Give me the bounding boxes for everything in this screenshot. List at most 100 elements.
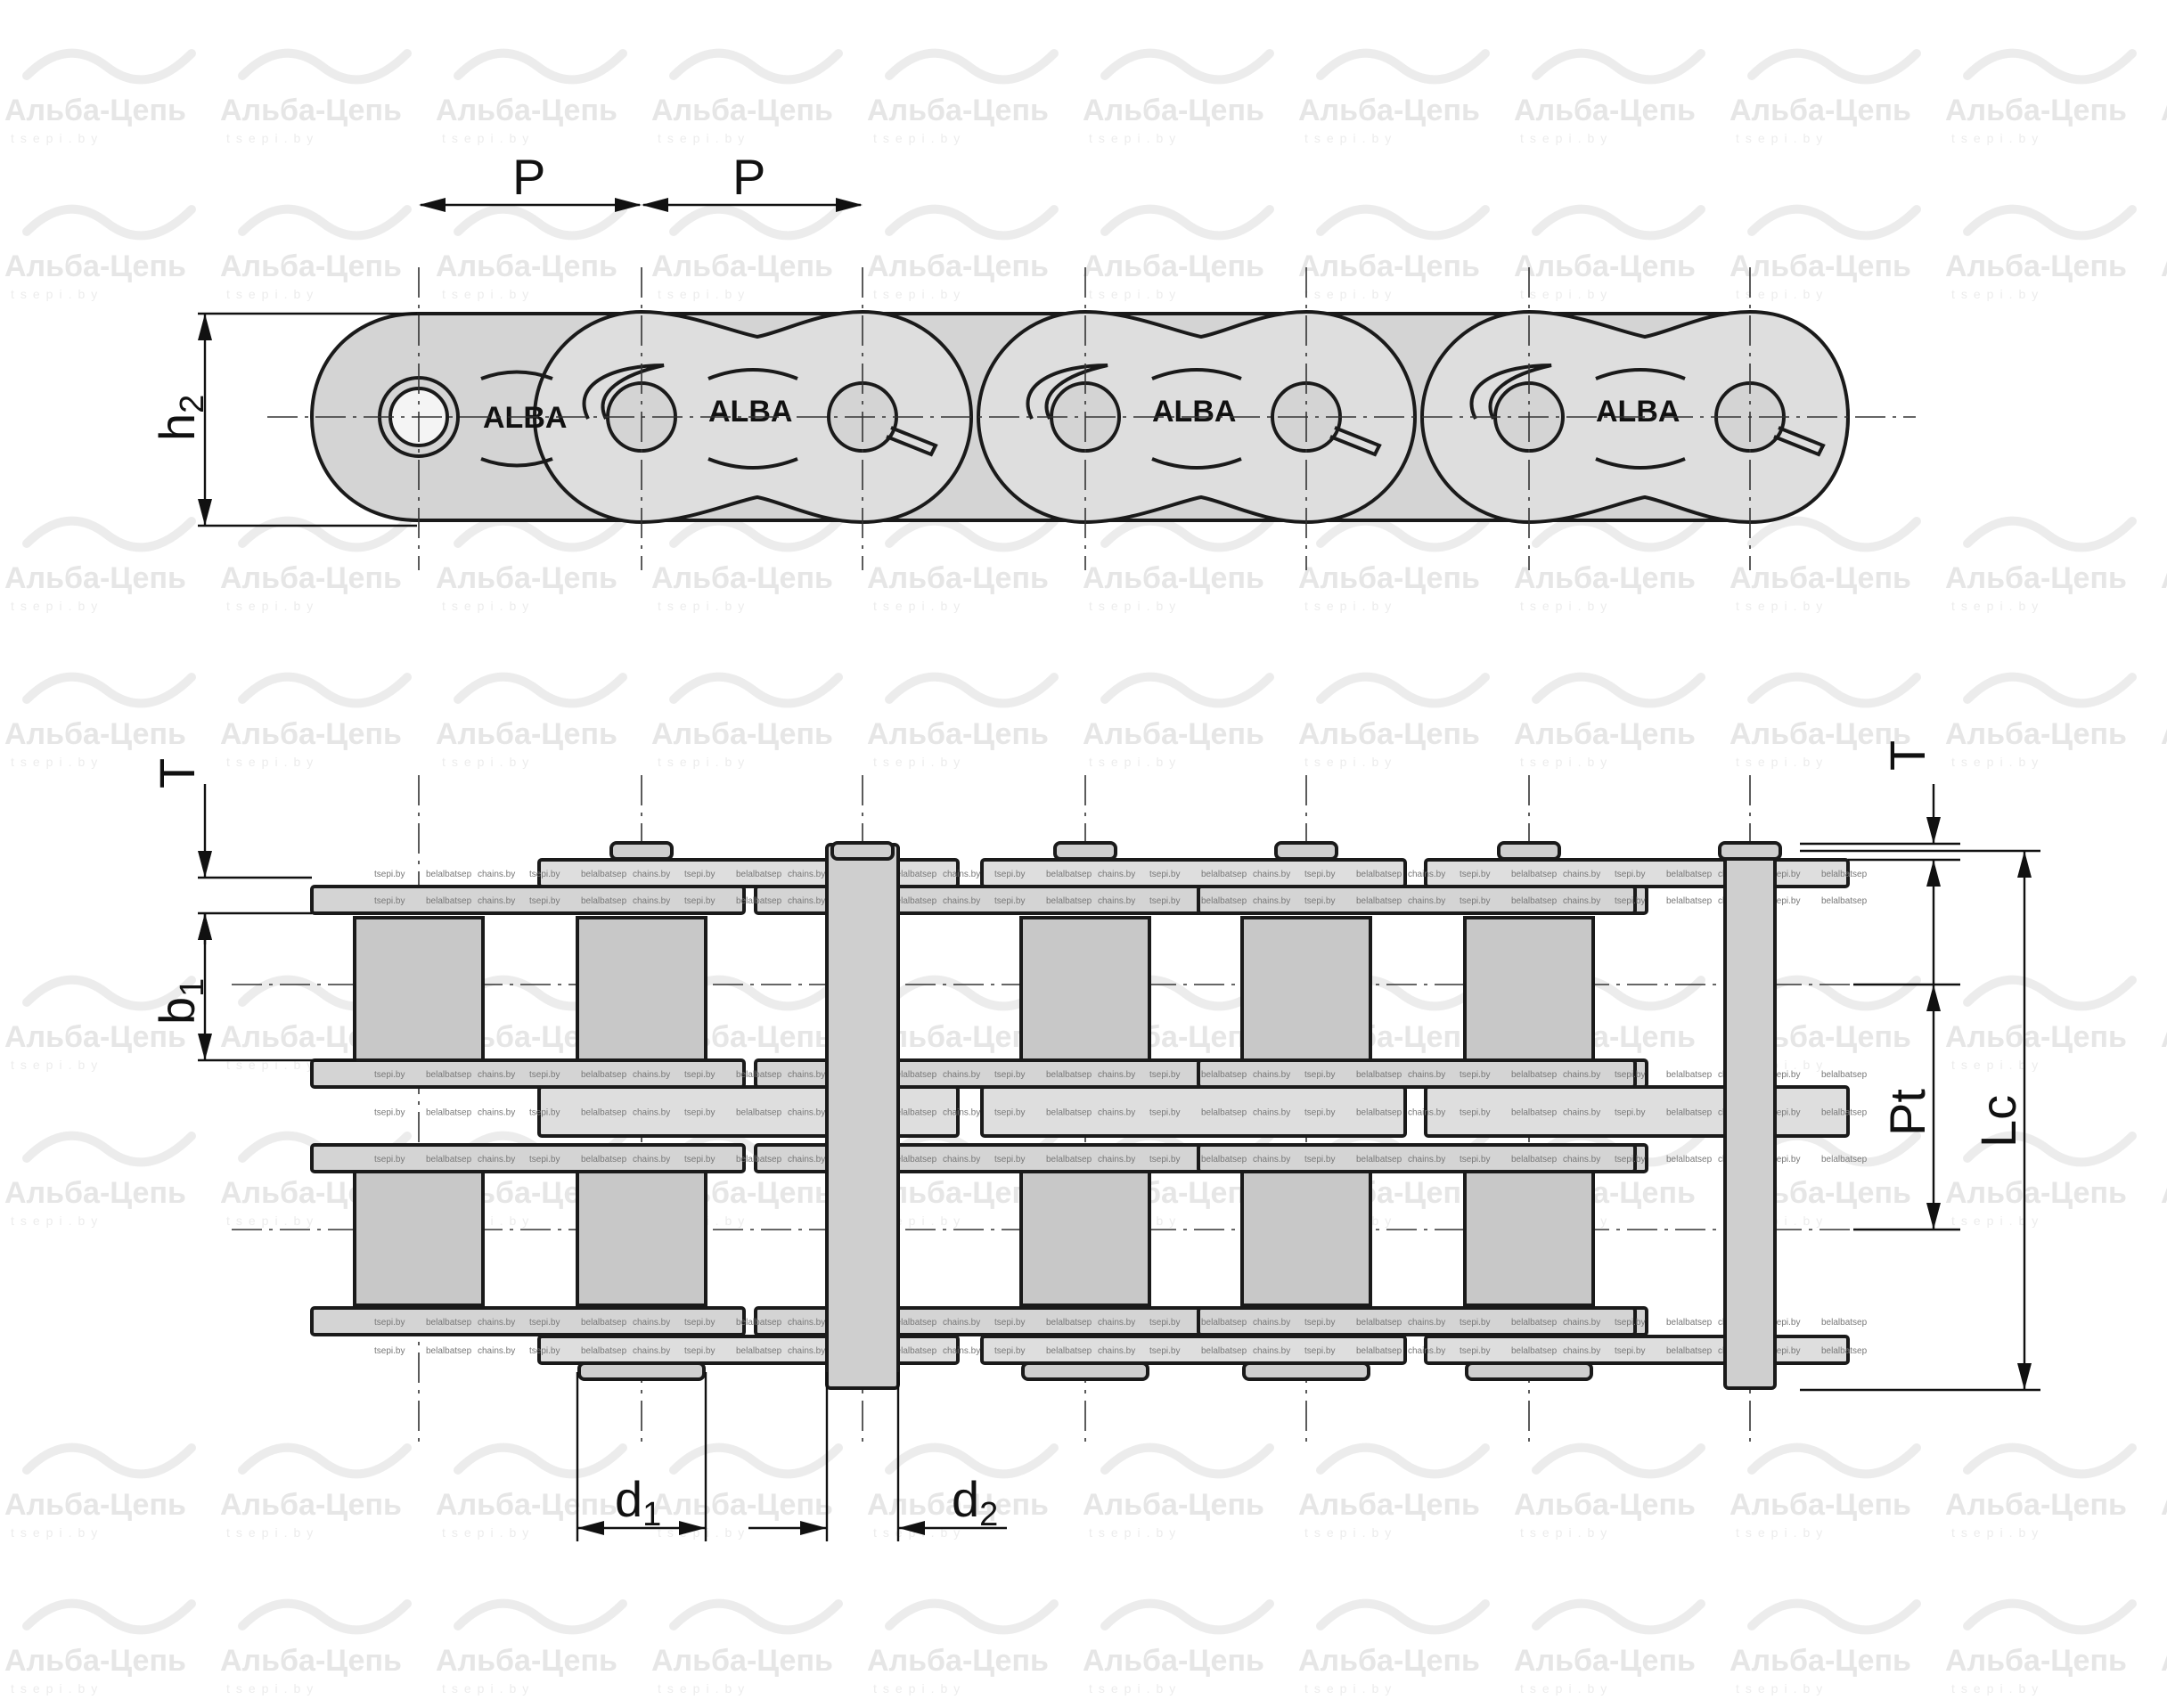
- svg-text:Альба-Цепь: Альба-Цепь: [2161, 94, 2167, 127]
- svg-text:belalbatsep: belalbatsep: [426, 1318, 472, 1328]
- svg-text:tsepi.by: tsepi.by: [374, 896, 405, 906]
- inner-plate-row1-1: [310, 885, 746, 915]
- svg-text:Lc: Lc: [1970, 1095, 2026, 1148]
- roller-strand2-1: [353, 1161, 485, 1307]
- svg-text:tsepi.by: tsepi.by: [1770, 1346, 1800, 1356]
- svg-text:tsepi.by: tsepi.by: [1951, 131, 2044, 145]
- label-d2: d2: [952, 1471, 998, 1533]
- svg-text:tsepi.by: tsepi.by: [1460, 1155, 1490, 1165]
- svg-text:tsepi.by: tsepi.by: [1615, 1070, 1645, 1080]
- svg-text:chains.by: chains.by: [788, 870, 825, 879]
- svg-text:tsepi.by: tsepi.by: [658, 131, 750, 145]
- svg-text:belalbatsep: belalbatsep: [1666, 1108, 1713, 1118]
- svg-text:belalbatsep: belalbatsep: [581, 896, 627, 906]
- svg-text:Альба-Цепь: Альба-Цепь: [4, 561, 186, 595]
- svg-text:chains.by: chains.by: [478, 1346, 515, 1356]
- svg-text:belalbatsep: belalbatsep: [736, 1346, 782, 1356]
- svg-text:belalbatsep: belalbatsep: [1356, 1108, 1402, 1118]
- svg-text:tsepi.by: tsepi.by: [684, 870, 715, 879]
- svg-text:belalbatsep: belalbatsep: [581, 870, 627, 879]
- roller-strand1-2: [576, 916, 707, 1062]
- svg-text:chains.by: chains.by: [1563, 1318, 1600, 1328]
- svg-text:Альба-Цепь: Альба-Цепь: [4, 94, 186, 127]
- svg-text:belalbatsep: belalbatsep: [736, 896, 782, 906]
- svg-text:Альба-Цепь: Альба-Цепь: [4, 249, 186, 283]
- svg-text:chains.by: chains.by: [478, 1155, 515, 1165]
- svg-text:tsepi.by: tsepi.by: [1770, 1155, 1800, 1165]
- svg-text:chains.by: chains.by: [943, 1108, 980, 1118]
- svg-text:Альба-Цепь: Альба-Цепь: [1730, 249, 1911, 283]
- svg-text:Альба-Цепь: Альба-Цепь: [1730, 717, 1911, 751]
- svg-text:belalbatsep: belalbatsep: [426, 896, 472, 906]
- svg-text:chains.by: chains.by: [1563, 1070, 1600, 1080]
- svg-text:tsepi.by: tsepi.by: [994, 896, 1025, 906]
- svg-text:Альба-Цепь: Альба-Цепь: [4, 717, 186, 751]
- svg-text:tsepi.by: tsepi.by: [994, 1108, 1025, 1118]
- svg-text:belalbatsep: belalbatsep: [736, 1318, 782, 1328]
- side-view: ALBA ALBA ALBA ALBA: [267, 309, 1916, 525]
- svg-text:belalbatsep: belalbatsep: [1821, 870, 1868, 879]
- plate-marking-1: ALBA: [483, 401, 567, 435]
- svg-text:chains.by: chains.by: [1253, 1346, 1290, 1356]
- svg-text:belalbatsep: belalbatsep: [1511, 1318, 1558, 1328]
- svg-text:belalbatsep: belalbatsep: [736, 870, 782, 879]
- svg-text:tsepi.by: tsepi.by: [226, 131, 319, 145]
- svg-text:T: T: [1879, 740, 1935, 771]
- svg-text:Альба-Цепь: Альба-Цепь: [436, 561, 617, 595]
- svg-text:tsepi.by: tsepi.by: [1089, 287, 1182, 301]
- clip-bottom-2: [1021, 1361, 1149, 1381]
- svg-text:Альба-Цепь: Альба-Цепь: [436, 94, 617, 127]
- dimension-lines: P P h2 T b1 T Pt Lc d1 d2: [149, 149, 2040, 1541]
- svg-text:tsepi.by: tsepi.by: [442, 1681, 535, 1696]
- svg-text:tsepi.by: tsepi.by: [1770, 1318, 1800, 1328]
- svg-text:chains.by: chains.by: [1563, 1346, 1600, 1356]
- svg-text:chains.by: chains.by: [1563, 896, 1600, 906]
- svg-text:belalbatsep: belalbatsep: [891, 1070, 937, 1080]
- svg-text:tsepi.by: tsepi.by: [1736, 287, 1828, 301]
- svg-text:Альба-Цепь: Альба-Цепь: [1945, 249, 2127, 283]
- svg-text:tsepi.by: tsepi.by: [1304, 896, 1335, 906]
- svg-text:Альба-Цепь: Альба-Цепь: [1298, 94, 1480, 127]
- svg-text:chains.by: chains.by: [1253, 1318, 1290, 1328]
- svg-text:belalbatsep: belalbatsep: [426, 870, 472, 879]
- svg-text:tsepi.by: tsepi.by: [374, 1108, 405, 1118]
- svg-text:Альба-Цепь: Альба-Цепь: [2161, 1644, 2167, 1678]
- svg-text:Альба-Цепь: Альба-Цепь: [2161, 561, 2167, 595]
- svg-text:tsepi.by: tsepi.by: [1460, 1346, 1490, 1356]
- label-pitch-2: P: [732, 149, 765, 205]
- svg-text:Альба-Цепь: Альба-Цепь: [1945, 561, 2127, 595]
- svg-text:chains.by: chains.by: [1408, 1318, 1445, 1328]
- svg-text:tsepi.by: tsepi.by: [1520, 1681, 1613, 1696]
- svg-text:belalbatsep: belalbatsep: [1201, 1108, 1247, 1118]
- svg-text:Альба-Цепь: Альба-Цепь: [220, 717, 402, 751]
- svg-text:Альба-Цепь: Альба-Цепь: [1083, 94, 1264, 127]
- svg-text:chains.by: chains.by: [1098, 1108, 1135, 1118]
- svg-text:tsepi.by: tsepi.by: [873, 287, 966, 301]
- svg-text:tsepi.by: tsepi.by: [684, 1318, 715, 1328]
- plate-marking-4: ALBA: [1596, 395, 1680, 429]
- inner-plate-row3-3: [1197, 1143, 1637, 1173]
- svg-text:belalbatsep: belalbatsep: [426, 1070, 472, 1080]
- svg-text:Альба-Цепь: Альба-Цепь: [867, 94, 1049, 127]
- svg-text:Альба-Цепь: Альба-Цепь: [867, 1644, 1049, 1678]
- svg-text:belalbatsep: belalbatsep: [581, 1318, 627, 1328]
- svg-text:belalbatsep: belalbatsep: [736, 1108, 782, 1118]
